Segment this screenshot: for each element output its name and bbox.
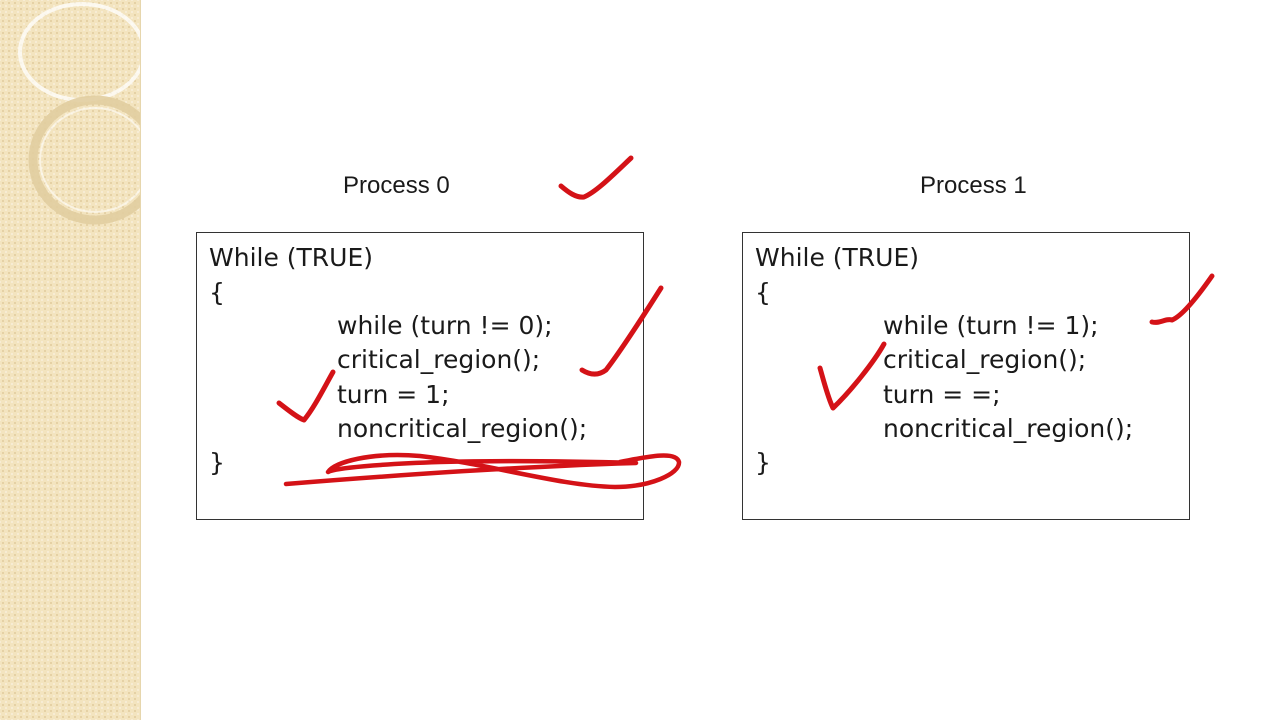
code-line: while (turn != 0); — [337, 311, 553, 340]
decorative-rings-icon — [18, 2, 140, 225]
code-line: noncritical_region(); — [883, 414, 1134, 443]
code-line: While (TRUE) — [209, 243, 374, 272]
code-line: critical_region(); — [883, 345, 1087, 374]
process-0-code-box: While (TRUE) { while (turn != 0); critic… — [196, 232, 644, 520]
process-0-title: Process 0 — [343, 172, 450, 199]
decorative-sidebar — [0, 0, 141, 720]
code-line: While (TRUE) — [755, 243, 920, 272]
code-line: } — [755, 448, 771, 477]
checkmark-icon — [558, 155, 634, 200]
code-line: turn = 1; — [337, 380, 450, 409]
process-1-code-box: While (TRUE) { while (turn != 1); critic… — [742, 232, 1190, 520]
code-line: } — [209, 448, 225, 477]
code-line: { — [755, 278, 771, 307]
code-line: turn = =; — [883, 380, 1001, 409]
code-line: critical_region(); — [337, 345, 541, 374]
process-1-title: Process 1 — [920, 172, 1027, 199]
code-line: noncritical_region(); — [337, 414, 588, 443]
code-line: while (turn != 1); — [883, 311, 1099, 340]
code-line: { — [209, 278, 225, 307]
